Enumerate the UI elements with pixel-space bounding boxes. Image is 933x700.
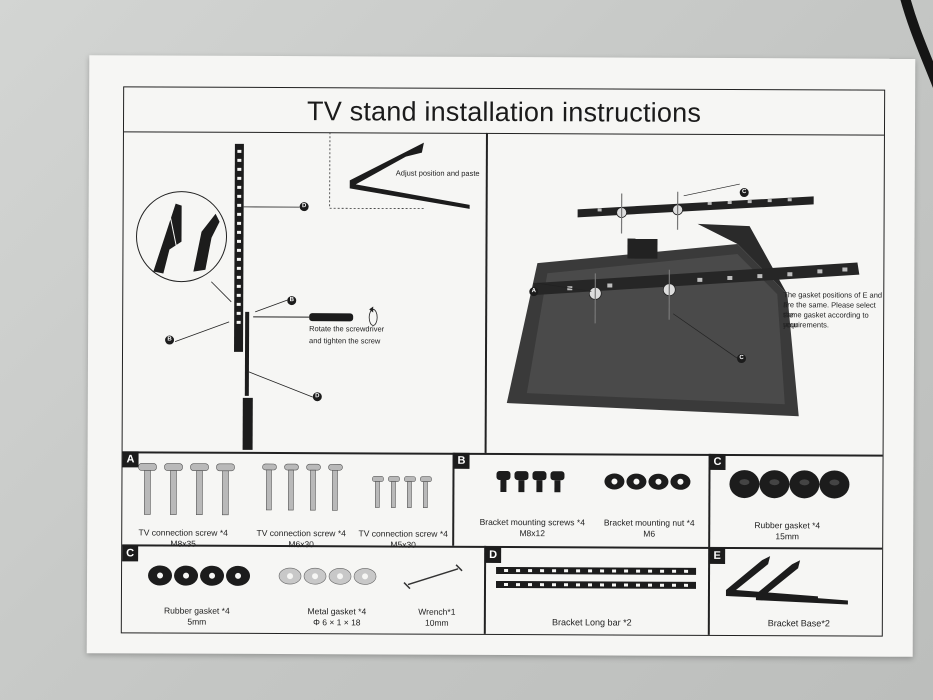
step-illustration bbox=[136, 132, 470, 450]
tv-mount-illustration bbox=[506, 183, 860, 417]
part-e-label: Bracket Base*2 bbox=[767, 618, 830, 629]
callout-c: C bbox=[736, 354, 747, 364]
callout-a: A bbox=[529, 287, 539, 297]
callout-b: B bbox=[287, 296, 297, 306]
gasket-note-line4: requirements. bbox=[783, 320, 830, 330]
page-title: TV stand installation instructions bbox=[123, 87, 885, 136]
section-d-badge: D bbox=[485, 546, 502, 564]
callout-d: D bbox=[299, 202, 309, 212]
adjust-note: Adjust position and paste bbox=[395, 168, 480, 178]
rotate-note-line2: and tighten the screw bbox=[309, 336, 381, 346]
section-c-bottom-badge: C bbox=[122, 545, 139, 562]
tv-screws-illustration bbox=[138, 463, 432, 516]
bracket-screws-nuts-illustration bbox=[496, 470, 691, 493]
long-bar-illustration bbox=[495, 566, 697, 589]
part-d-label: Bracket Long bar *2 bbox=[552, 617, 632, 628]
instruction-sheet: TV stand installation instructions bbox=[86, 55, 916, 657]
instruction-frame: TV stand installation instructions bbox=[120, 86, 886, 637]
bracket-base-illustration bbox=[725, 556, 848, 605]
callout-c: C bbox=[739, 188, 749, 198]
section-b-badge: B bbox=[453, 452, 470, 469]
divider bbox=[707, 453, 711, 635]
cable bbox=[900, 0, 933, 88]
callout-d: D bbox=[312, 392, 322, 402]
rotate-note-line1: Rotate the screwdriver bbox=[309, 324, 385, 334]
callout-b: B bbox=[165, 335, 175, 345]
rubber-gasket-15mm-illustration bbox=[729, 470, 850, 499]
gaskets-wrench-illustration bbox=[148, 564, 463, 590]
